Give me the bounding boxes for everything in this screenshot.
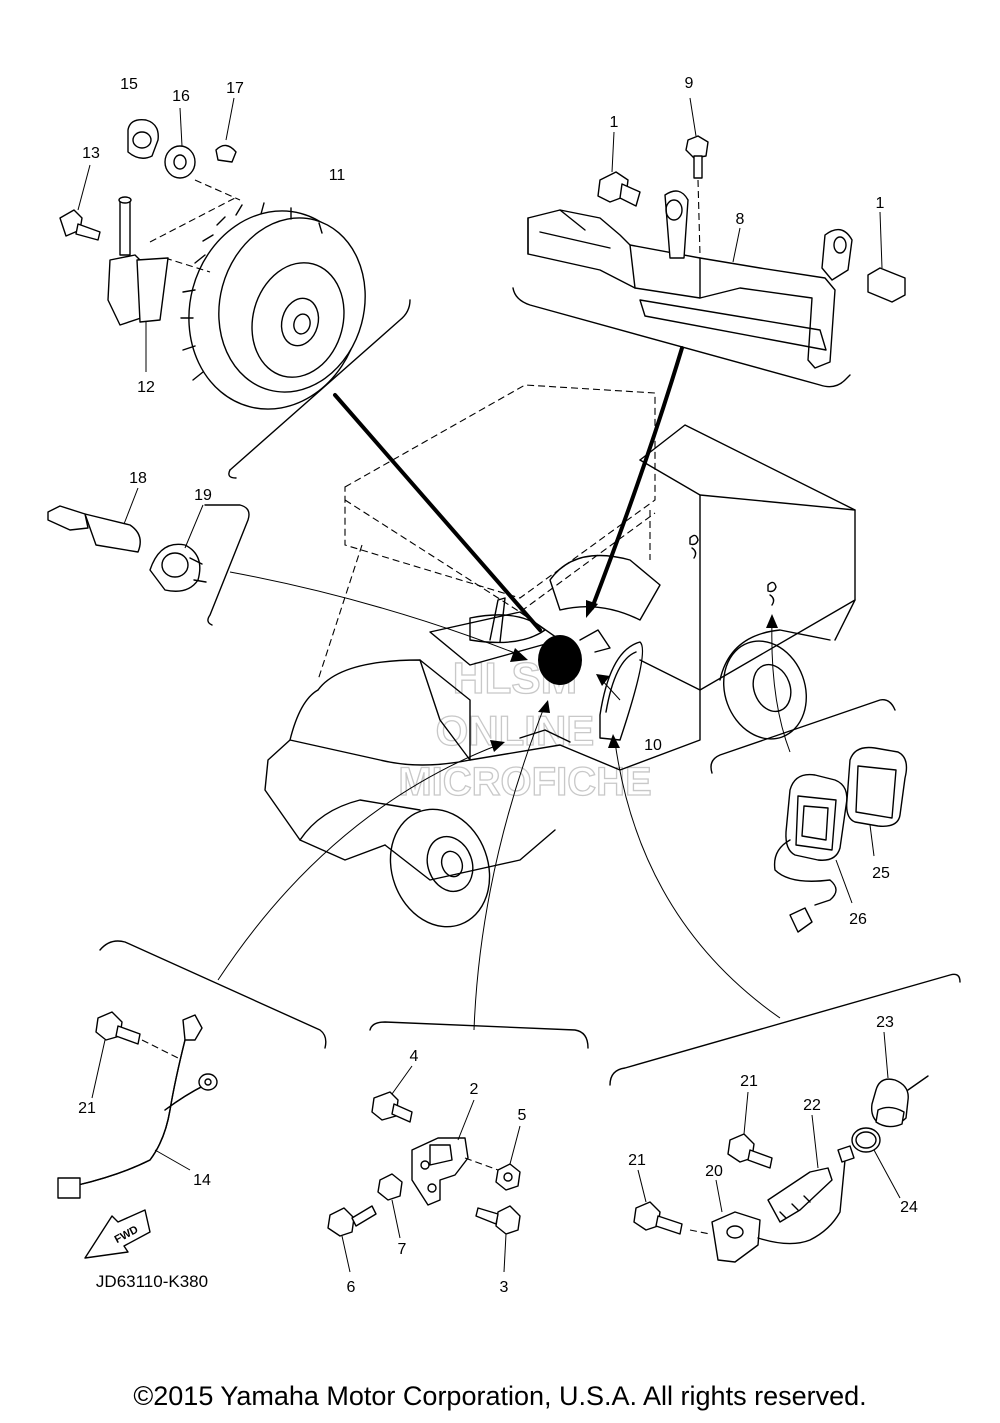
copyright-notice: ©2015 Yamaha Motor Corporation, U.S.A. A…	[133, 1381, 867, 1411]
part-label-9: 9	[685, 75, 694, 92]
bolt-3	[475, 1205, 521, 1273]
part-label-5: 5	[518, 1107, 527, 1124]
flywheel-part	[149, 179, 366, 410]
bolt-4	[371, 1065, 413, 1123]
bolt-1-left	[597, 131, 641, 207]
key-17	[215, 97, 237, 163]
part-label-21-mid: 21	[740, 1073, 758, 1090]
part-number-labels: 1 1 2 3 4 5 6 7 8 9 10 11 12 13 14 15 16…	[78, 75, 918, 1296]
washer-16	[164, 107, 196, 179]
nut-5	[495, 1125, 521, 1191]
control-box-icon	[538, 635, 582, 685]
golf-cart-illustration	[264, 384, 856, 928]
part-label-3: 3	[500, 1279, 509, 1296]
group-leader-lines	[217, 346, 791, 1031]
part-label-18: 18	[129, 470, 147, 487]
part-label-16: 16	[172, 88, 190, 105]
sender-23	[870, 1031, 929, 1128]
bulb-18	[47, 487, 141, 553]
switch-26	[773, 773, 853, 933]
sensor-20	[689, 1159, 846, 1263]
part-label-26: 26	[849, 911, 867, 928]
bolt-1-right	[867, 211, 906, 303]
bracket-8	[527, 190, 853, 369]
part-label-10: 10	[644, 737, 662, 754]
switch-25	[845, 746, 908, 857]
harness-14	[57, 1014, 218, 1199]
part-label-12: 12	[137, 379, 155, 396]
part-label-2: 2	[470, 1081, 479, 1098]
part-label-23: 23	[876, 1014, 894, 1031]
collar-7	[377, 1173, 403, 1239]
bracket-22	[767, 1114, 855, 1223]
bolt-21-right	[633, 1169, 683, 1235]
bracket-2	[411, 1099, 499, 1206]
socket-19	[149, 504, 207, 592]
group-brackets	[99, 287, 961, 1086]
pickup-coil-part	[107, 196, 169, 372]
part-label-21-left: 21	[78, 1100, 96, 1117]
nut-15	[127, 119, 159, 159]
bolt-6	[327, 1205, 377, 1273]
part-label-13: 13	[82, 145, 100, 162]
part-label-22: 22	[803, 1097, 821, 1114]
drawing-code: JD63110-K380	[96, 1272, 208, 1291]
bolt-13	[59, 164, 101, 241]
part-label-14: 14	[193, 1172, 211, 1189]
watermark: HLSM ONLINE MICROFICHE	[398, 653, 653, 804]
part-label-20: 20	[705, 1163, 723, 1180]
part-label-4: 4	[410, 1048, 419, 1065]
fwd-arrow-icon: FWD	[84, 1209, 151, 1259]
o-ring-24	[851, 1127, 901, 1199]
part-label-11: 11	[329, 167, 346, 184]
part-label-17: 17	[226, 80, 244, 97]
part-label-7: 7	[398, 1241, 407, 1258]
part-label-1-right: 1	[876, 195, 885, 212]
part-label-1-left: 1	[610, 114, 619, 131]
part-label-8: 8	[736, 211, 745, 228]
part-label-6: 6	[347, 1279, 356, 1296]
watermark-line-2: ONLINE	[436, 707, 595, 754]
bolt-21-mid	[727, 1091, 773, 1169]
part-label-19: 19	[194, 487, 212, 504]
part-label-24: 24	[900, 1199, 918, 1216]
bolt-9	[685, 97, 709, 256]
watermark-line-3: MICROFICHE	[398, 760, 651, 804]
part-label-15: 15	[120, 76, 138, 93]
bolt-21-left	[91, 1011, 179, 1099]
part-label-25: 25	[872, 865, 890, 882]
part-label-21-right: 21	[628, 1152, 646, 1169]
